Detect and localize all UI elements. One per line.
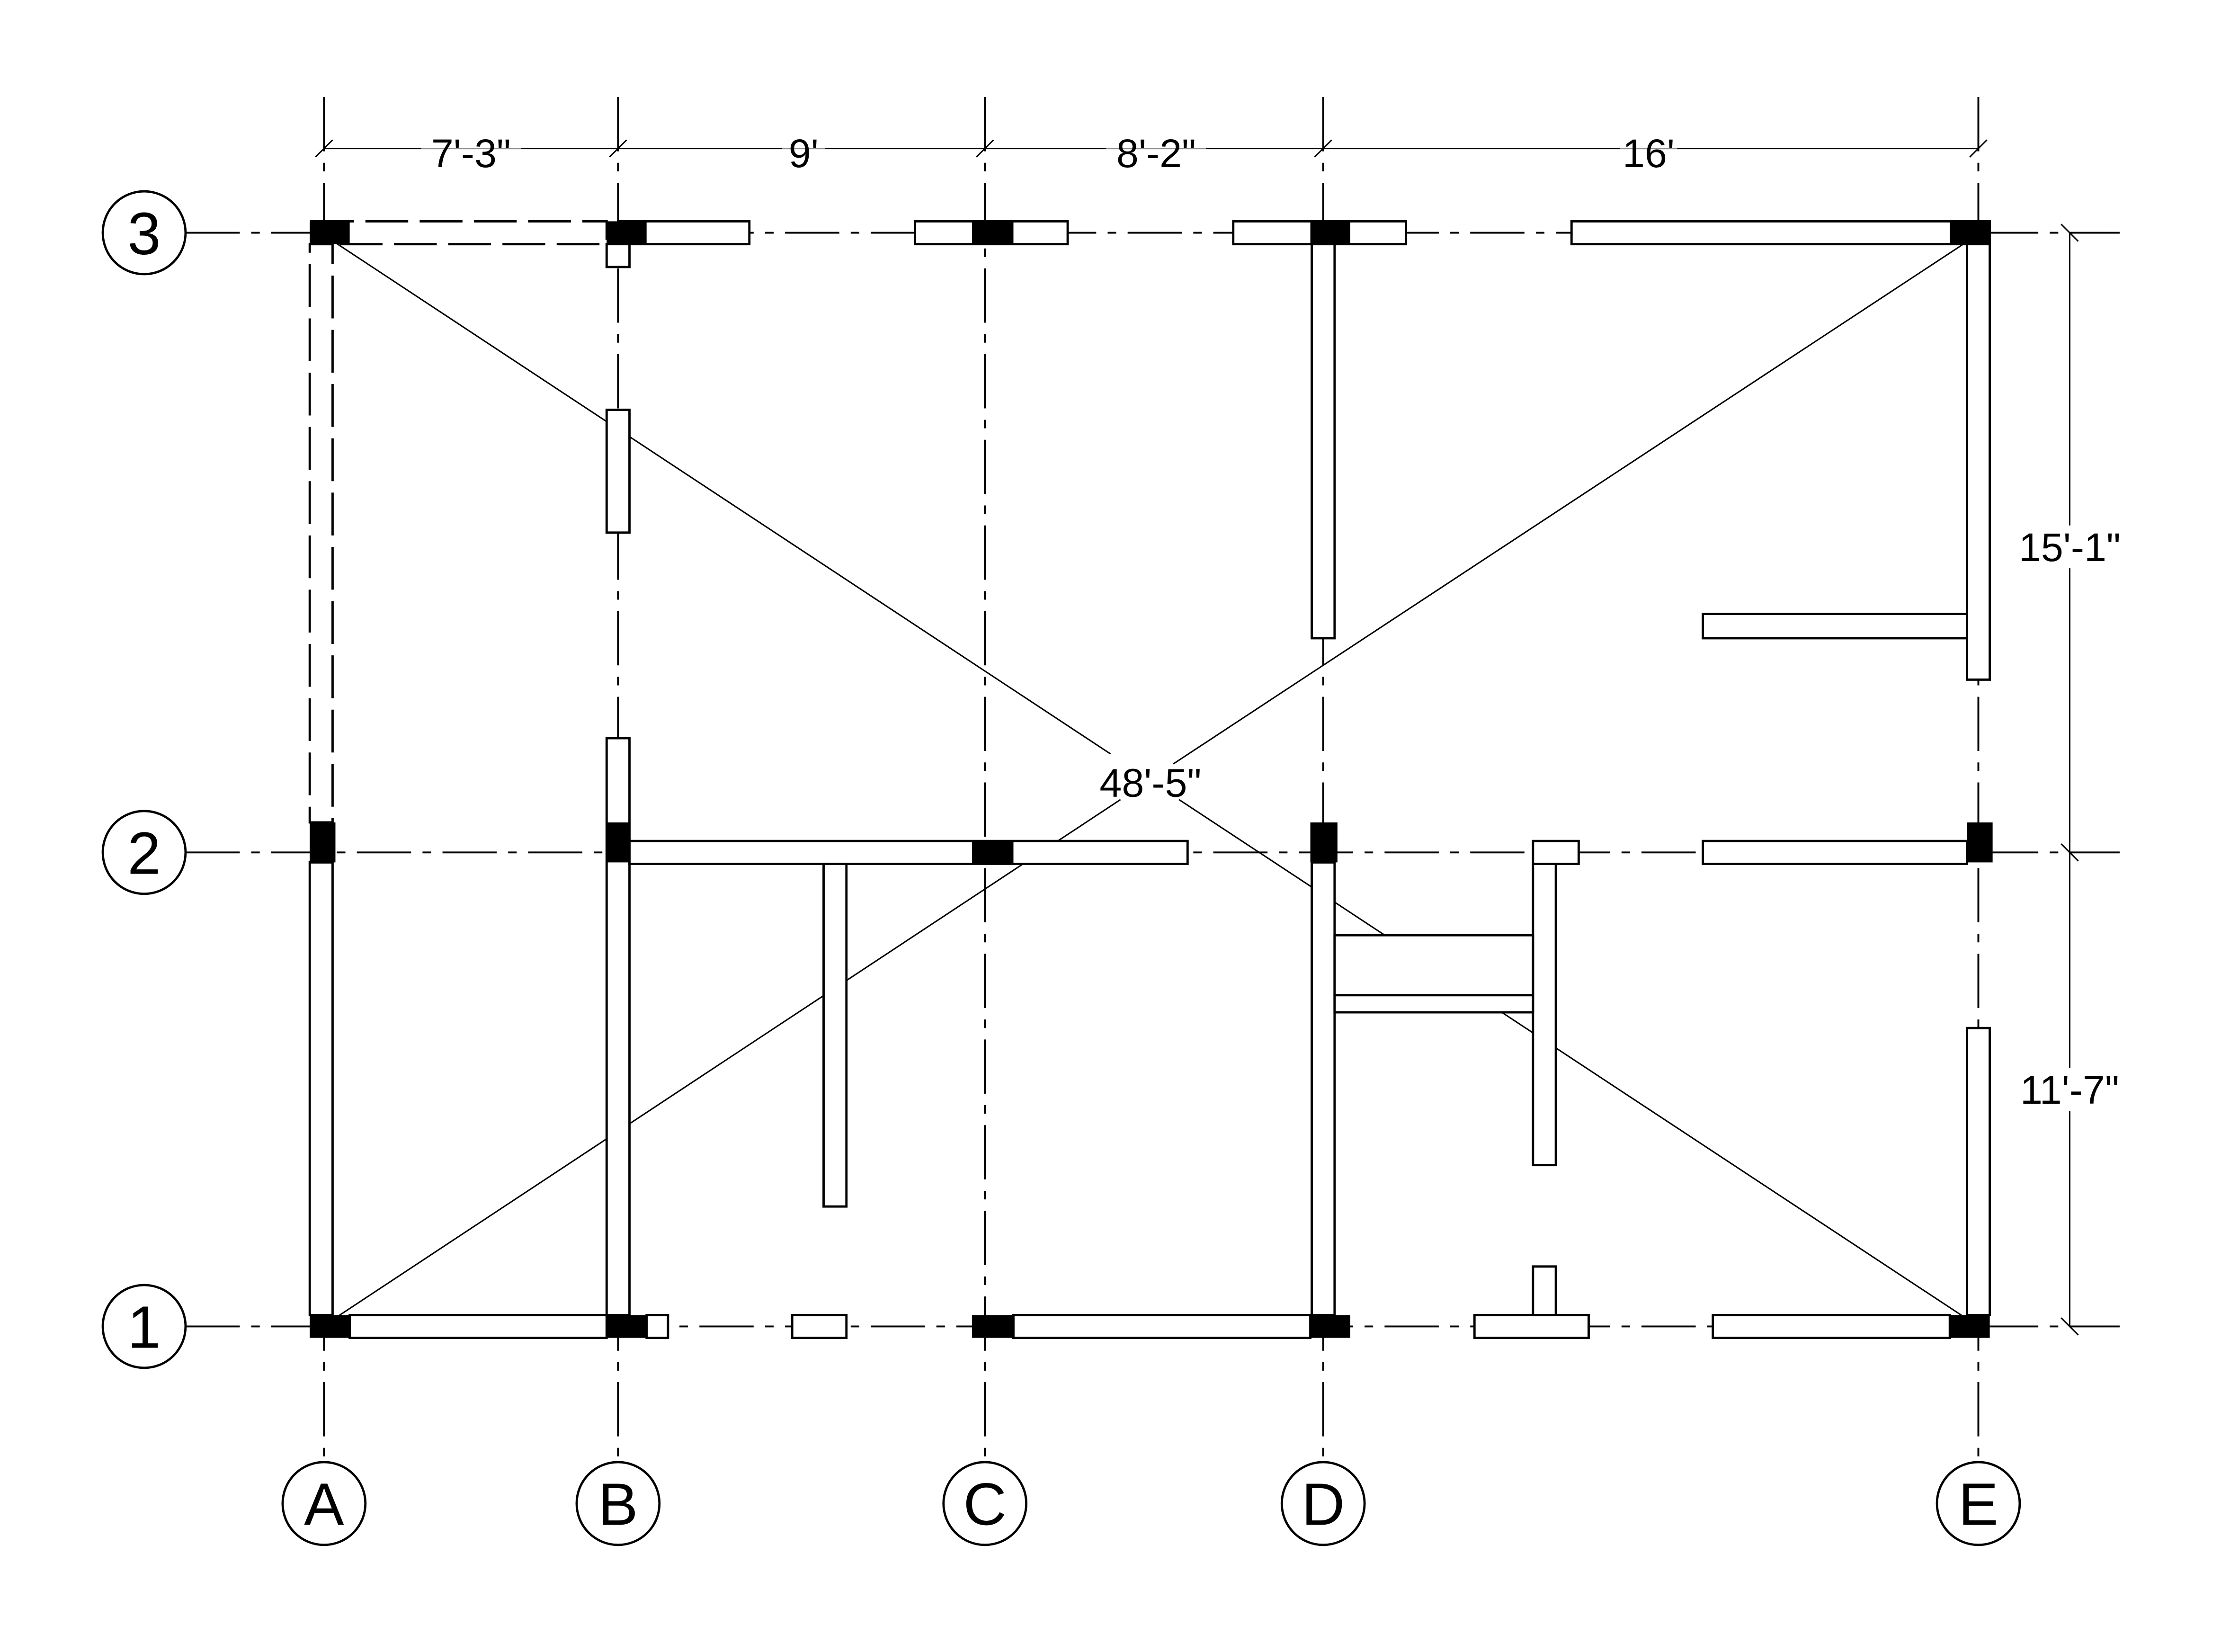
svg-text:D: D	[1302, 1471, 1345, 1538]
dimension-3-2: 15'-1"	[2019, 525, 2121, 570]
right-dimension-string: 15'-1" 11'-7"	[2008, 223, 2132, 1336]
column-bubble-e: E	[1936, 1461, 2021, 1546]
dimension-2-1: 11'-7"	[2020, 1068, 2119, 1112]
column-bubble-b: B	[575, 1461, 661, 1546]
dimension-d-e: 16'	[1623, 131, 1675, 176]
svg-text:2: 2	[127, 820, 161, 887]
svg-text:3: 3	[127, 200, 161, 267]
row-bubble-1: 1	[101, 1284, 187, 1369]
svg-text:A: A	[304, 1471, 344, 1538]
columns	[310, 221, 1993, 1338]
svg-text:E: E	[1958, 1471, 1998, 1538]
svg-text:C: C	[963, 1471, 1006, 1538]
top-dimension-string: 7'-3" 9' 8'-2" 16'	[315, 125, 1988, 176]
column-bubble-d: D	[1280, 1461, 1366, 1546]
svg-text:B: B	[598, 1471, 638, 1538]
column-bubble-c: C	[942, 1461, 1028, 1546]
dimension-b-c: 9'	[789, 131, 819, 176]
svg-text:1: 1	[127, 1294, 161, 1361]
row-bubble-2: 2	[101, 810, 187, 895]
diagonal-dimension: 48'-5"	[1099, 761, 1201, 805]
row-bubble-3: 3	[101, 190, 187, 276]
dimension-c-d: 8'-2"	[1116, 131, 1196, 176]
dimension-a-b: 7'-3"	[431, 131, 511, 176]
column-bubble-a: A	[281, 1461, 367, 1546]
